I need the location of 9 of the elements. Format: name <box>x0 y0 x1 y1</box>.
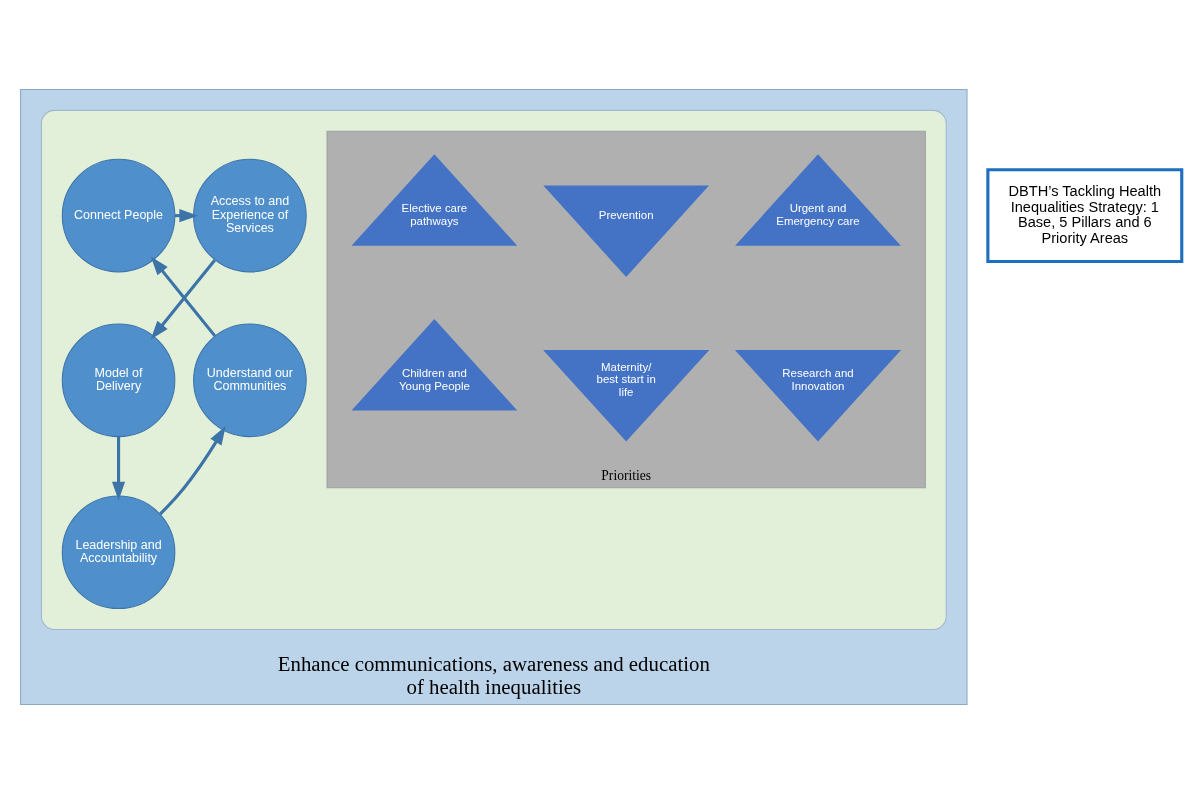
node-circle: Model of Delivery <box>61 323 176 438</box>
node-circle: Leadership and Accountability <box>61 495 176 610</box>
node-circle: Connect People <box>61 158 176 273</box>
cluster <box>40 109 947 630</box>
node-circle: Access to and Experience of Services <box>193 158 307 273</box>
arrow <box>112 437 126 501</box>
node-box: DBTH’s Tackling Health Inequalities Strategy: 1 Base, 5 Pillars and 6 Priority Areas <box>986 168 1184 264</box>
node-circle: Understand our Communities <box>193 323 307 438</box>
arrow <box>159 426 226 516</box>
